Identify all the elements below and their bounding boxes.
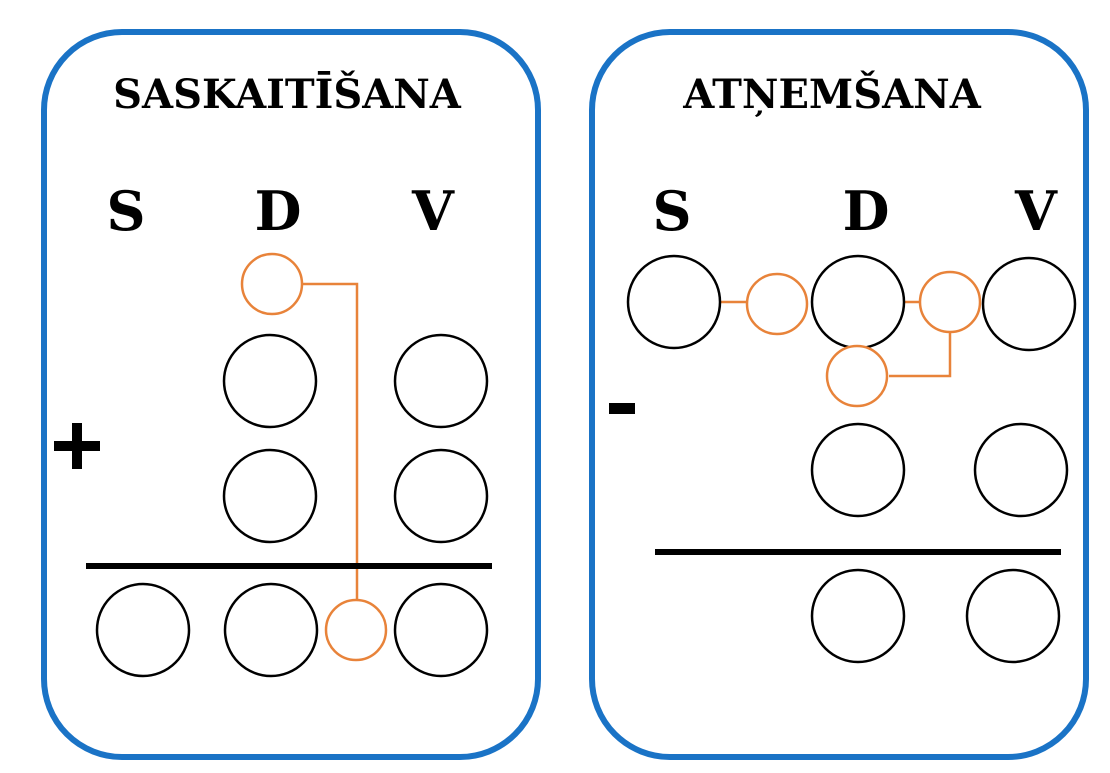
subtraction-borrow-circle-right[interactable] [918,270,982,334]
subtraction-borrow-line-down [889,333,952,378]
subtraction-operator [609,403,635,414]
subtraction-card: ATŅEMŠANA S D V - [589,29,1089,760]
subtraction-row1-d-circle[interactable] [810,254,906,350]
addition-column-s: S [107,179,146,243]
subtraction-borrow-circle-bottom[interactable] [825,344,889,408]
plus-vertical [72,423,82,469]
subtraction-column-s: S [653,179,692,243]
subtraction-row2-v-circle[interactable] [973,422,1069,518]
subtraction-column-v: V [1014,179,1058,243]
addition-operator: + [54,423,100,469]
addition-row1-v-circle[interactable] [393,333,489,429]
addition-row2-d-circle[interactable] [222,448,318,544]
addition-column-d: D [255,179,302,243]
subtraction-row1-v-circle[interactable] [981,256,1077,352]
subtraction-borrow-circle-left[interactable] [745,272,809,336]
addition-result-d-circle[interactable] [223,582,319,678]
addition-column-v: V [411,179,455,243]
subtraction-title: ATŅEMŠANA [682,71,981,118]
addition-row1-d-circle[interactable] [222,333,318,429]
subtraction-row2-d-circle[interactable] [810,422,906,518]
subtraction-row1-s-circle[interactable] [626,254,722,350]
addition-result-s-circle[interactable] [95,582,191,678]
subtraction-result-d-circle[interactable] [810,568,906,664]
addition-carry-circle-bottom[interactable] [324,598,388,662]
addition-card: SASKAITĪŠANA S D V + [41,29,541,760]
addition-carry-circle-top[interactable] [240,252,304,316]
addition-title: SASKAITĪŠANA [113,71,462,118]
subtraction-result-v-circle[interactable] [965,568,1061,664]
addition-carry-line [303,282,359,600]
addition-row2-v-circle[interactable] [393,448,489,544]
subtraction-column-d: D [843,179,890,243]
addition-result-v-circle[interactable] [393,582,489,678]
